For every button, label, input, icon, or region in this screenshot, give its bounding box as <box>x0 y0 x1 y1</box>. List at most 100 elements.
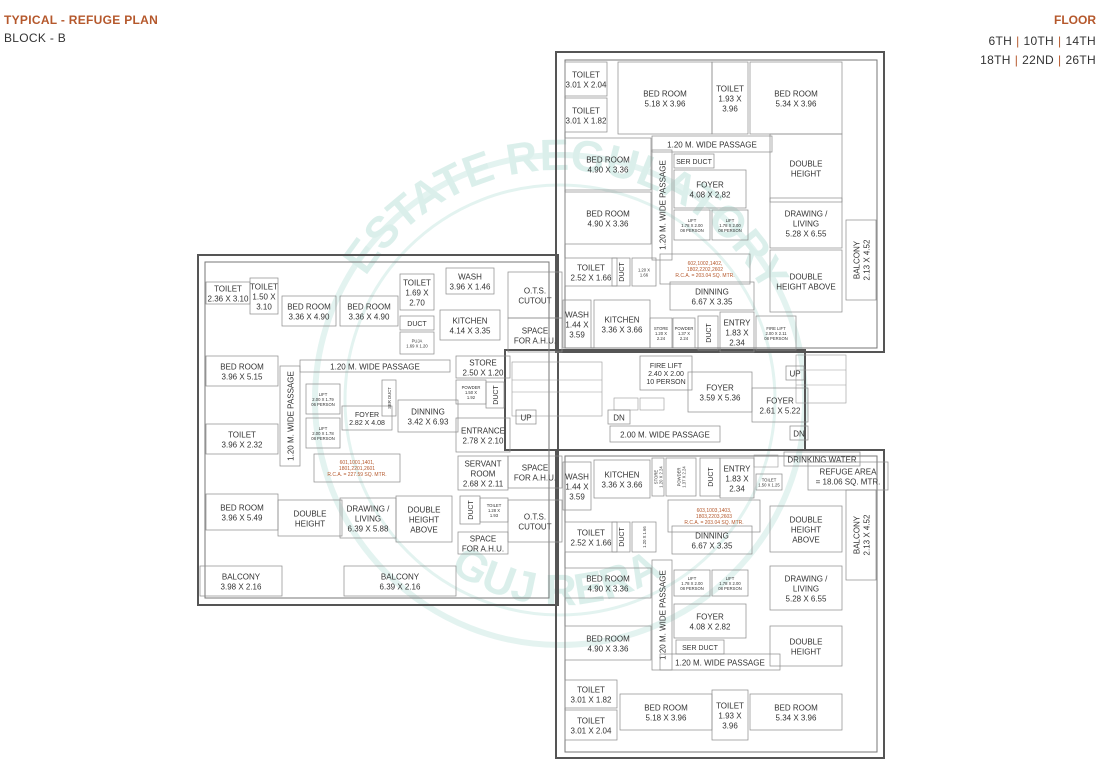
room-st-passage: 1.20 M. WIDE PASSAGE <box>659 653 781 671</box>
room-label-line: HEIGHT ABOVE <box>776 283 835 292</box>
room-label-line: 1803,2203,2603 <box>696 514 732 520</box>
room-label-line: 1.37 X <box>678 331 690 336</box>
room-label-line: 1.20 X <box>638 267 650 272</box>
room-outline <box>669 281 755 311</box>
room-label-line: 3.96 <box>722 722 738 731</box>
room-outline <box>399 331 435 355</box>
room-outline <box>399 273 435 311</box>
room-label-line: 1.44 X <box>565 483 589 492</box>
room-label-line: ROOM <box>471 470 496 479</box>
room-label-line: DUCT <box>493 385 500 405</box>
core-outline <box>504 349 806 451</box>
room-nt-passage: 1.20 M. WIDE PASSAGE <box>651 135 773 153</box>
room-label-line: DOUBLE <box>408 506 441 515</box>
room-label-line: 08 PERSON <box>718 586 742 591</box>
room-outline <box>507 317 563 353</box>
room-nt-vpassage: 1.20 M. WIDE PASSAGE <box>651 149 673 261</box>
room-label-line: 3.96 X 5.15 <box>222 373 263 382</box>
room-label-line: LIFT <box>688 576 697 581</box>
room-label-line: TOILET <box>228 431 256 440</box>
room-label-line: 2.52 X 1.66 <box>571 539 612 548</box>
room-outline <box>719 457 755 499</box>
room-outline <box>395 495 453 543</box>
room-label-line: DINNING <box>695 288 729 297</box>
room-outline <box>445 267 495 295</box>
room-label-line: DINNING <box>411 408 445 417</box>
room-label-line: WASH <box>458 273 482 282</box>
room-label-line: BED ROOM <box>774 704 818 713</box>
room-label-line: BALCONY <box>853 515 862 554</box>
room-outline <box>845 219 877 301</box>
room-st-small: 1.20 X 1.66 <box>631 521 657 553</box>
room-label-line: HEIGHT <box>791 526 821 535</box>
room-label-line: 2.61 X 5.22 <box>760 407 801 416</box>
room-label-line: BED ROOM <box>586 156 630 165</box>
room-label-line: 2.00 M. WIDE PASSAGE <box>620 431 710 440</box>
room-label-line: 1.50 X <box>465 390 477 395</box>
room-label-line: DOUBLE <box>790 273 823 282</box>
room-label-line: 3.96 <box>722 105 738 114</box>
room-label: STORE1.20 X 2.24 <box>653 466 663 488</box>
room-label-line: DOUBLE <box>790 516 823 525</box>
room-label-line: 06 PERSON <box>311 402 335 407</box>
room-label: DUCT <box>407 321 427 328</box>
room-label-line: FIRE LIFT <box>766 326 786 331</box>
room-label-line: ABOVE <box>792 536 820 545</box>
room-label-line: 1.37 X 2.24 <box>681 466 686 488</box>
room-outline <box>755 315 797 351</box>
room-label-line: 2.13 X 4.52 <box>863 239 872 280</box>
room-label: 2.00 M. WIDE PASSAGE <box>620 431 710 440</box>
room-label-line: ENTRY <box>724 465 752 474</box>
room-label-line: BED ROOM <box>347 303 391 312</box>
room-outline <box>711 209 749 241</box>
room-outline <box>564 257 618 287</box>
room-label-line: 2.00 X 2.11 <box>765 331 787 336</box>
room-label: UP <box>520 414 531 423</box>
room-label-line: FOYER <box>766 397 794 406</box>
room-label-line: 5.18 X 3.96 <box>645 100 686 109</box>
room-outline <box>673 603 747 639</box>
room-label-line: LIVING <box>793 220 819 229</box>
room-label-line: BED ROOM <box>586 635 630 644</box>
room-label-line: 4.90 X 3.36 <box>588 220 629 229</box>
room-label-line: 3.96 X 2.32 <box>222 441 263 450</box>
room-label-line: SERVANT <box>464 460 501 469</box>
room-nt-balcony: BALCONY2.13 X 4.52 <box>845 219 877 301</box>
room-label-line: TOILET <box>577 686 605 695</box>
room-label-line: TOILET <box>250 283 278 292</box>
room-label-line: BALCONY <box>222 573 261 582</box>
room-outline <box>562 299 592 349</box>
